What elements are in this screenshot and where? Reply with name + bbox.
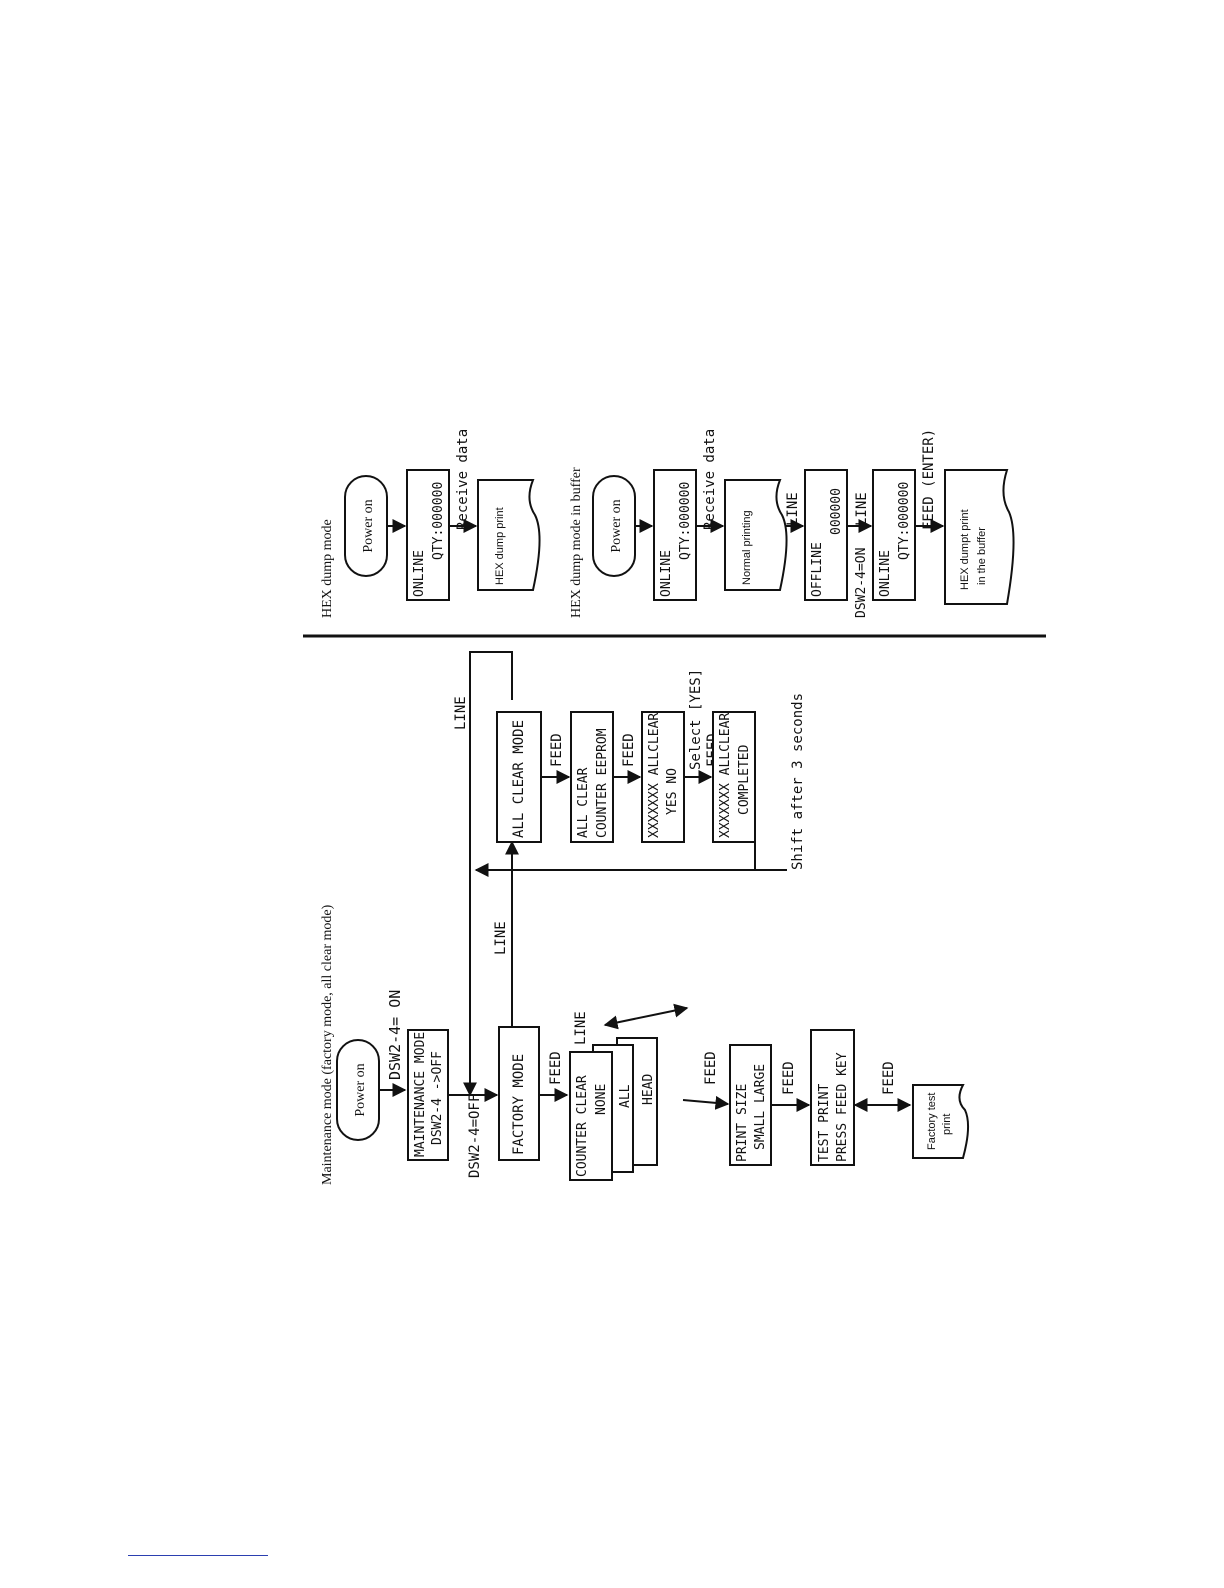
hex-online-line2: QTY:000000 <box>431 482 446 560</box>
factory-test-print-doc <box>912 1084 969 1159</box>
hex-dump-buffer-line1: HEX dumpt print <box>959 509 971 590</box>
confirm-line2: YES NO <box>665 768 680 815</box>
factory-feed-label: FEED <box>548 1051 564 1085</box>
hex-dump-print-label: HEX dump print <box>494 507 506 585</box>
factory-test-print-line1: Factory test <box>926 1093 938 1150</box>
buffer-online2-line2: QTY:000000 <box>897 482 912 560</box>
maintenance-mode-line1: MAINTENANCE MODE <box>413 1032 428 1157</box>
hex-dump-print-doc <box>477 479 541 591</box>
confirm-line1: XXXXXXX ALLCLEAR <box>647 713 662 838</box>
footer-rule <box>128 1555 268 1556</box>
buffer-online-line1: ONLINE <box>659 550 674 597</box>
counter-line-double-arrow <box>603 1003 689 1030</box>
hex-dump-buffer-doc <box>944 469 1015 605</box>
counter-clear-line2: NONE <box>594 1084 609 1115</box>
hex-online-box <box>406 469 450 601</box>
hex-dump-buffer-title: HEX dump mode in buffer <box>569 467 584 618</box>
maintenance-mode-line2: DSW2-4 ->OFF <box>430 1051 445 1145</box>
hex-dump-buffer-line2: in the buffer <box>976 527 988 585</box>
buffer-feed-enter-label: FEED (ENTER) <box>921 429 937 530</box>
all-clear-mode-label: ALL CLEAR MODE <box>511 720 527 838</box>
buffer-online-line2: QTY:000000 <box>678 482 693 560</box>
buffer-online2-box <box>872 469 916 601</box>
buffer-power-on-label: Power on <box>609 499 624 552</box>
completed-line2: COMPLETED <box>737 744 752 815</box>
completed-box <box>712 711 756 843</box>
hex-dump-title: HEX dump mode <box>320 519 335 618</box>
factory-mode-label: FACTORY MODE <box>511 1054 527 1155</box>
rotated-diagram-group: Maintenance mode (factory mode, all clea… <box>320 429 1015 1185</box>
normal-printing-doc <box>724 479 788 591</box>
print-size-feed-label: FEED <box>703 1051 719 1085</box>
test-print-feed-label: FEED <box>781 1061 797 1095</box>
buffer-online-box <box>653 469 697 601</box>
buffer-online2-line1: ONLINE <box>878 550 893 597</box>
all-clear-line1: ALL CLEAR <box>576 767 591 838</box>
hex-online-line1: ONLINE <box>412 550 427 597</box>
factory-mode-box <box>498 1026 540 1161</box>
power-on-label: Power on <box>353 1063 368 1116</box>
counter-clear-line1: COUNTER CLEAR <box>575 1075 590 1177</box>
shift-after-label: Shift after 3 seconds <box>790 693 806 870</box>
print-size-line1: PRINT SIZE <box>735 1084 750 1162</box>
normal-printing-label: Normal printing <box>741 510 753 585</box>
test-print-box <box>810 1029 855 1166</box>
counter-line-label: LINE <box>573 1011 589 1045</box>
shift-return-line <box>474 790 787 877</box>
dsw-on-label: DSW2-4= ON <box>386 990 404 1080</box>
offline-box <box>804 469 848 601</box>
offline-line2: 000000 <box>829 488 844 535</box>
counter-head-label: HEAD <box>641 1074 656 1105</box>
counter-all-label: ALL <box>618 1084 633 1108</box>
completed-line1: XXXXXXX ALLCLEAR <box>718 713 733 838</box>
allclear-feed-label: FEED <box>549 733 565 767</box>
test-print-line1: TEST PRINT <box>817 1084 832 1162</box>
confirm-feed-label: FEED <box>621 733 637 767</box>
factory-test-print-line2: print <box>941 1114 953 1135</box>
line-to-allclear-label: LINE <box>493 921 509 955</box>
arrow-to-print-size <box>682 1095 730 1110</box>
hex-power-on-label: Power on <box>361 499 376 552</box>
buffer-receive-label: Receive data <box>702 429 718 530</box>
hex-receive-label: Receive data <box>455 429 471 530</box>
maintenance-mode-title: Maintenance mode (factory mode, all clea… <box>320 904 335 1185</box>
test-print-line2: PRESS FEED KEY <box>835 1052 850 1162</box>
factory-print-feed-label: FEED <box>881 1061 897 1095</box>
select-yes-label: Select [YES] <box>688 669 704 770</box>
dsw-off-label: DSW2-4=OFF <box>467 1094 483 1178</box>
buffer-line-label: LINE <box>785 492 801 526</box>
buffer-dsw-label: DSW2-4=ON <box>854 548 869 618</box>
counter-clear-box <box>569 1051 613 1181</box>
all-clear-line2: COUNTER EEPROM <box>595 728 610 838</box>
line-return-loop <box>463 651 513 1097</box>
print-size-line2: SMALL LARGE <box>753 1064 768 1150</box>
buffer-line2-label: LINE <box>854 492 870 526</box>
line-return-label: LINE <box>453 696 469 730</box>
offline-line1: OFFLINE <box>810 542 825 597</box>
